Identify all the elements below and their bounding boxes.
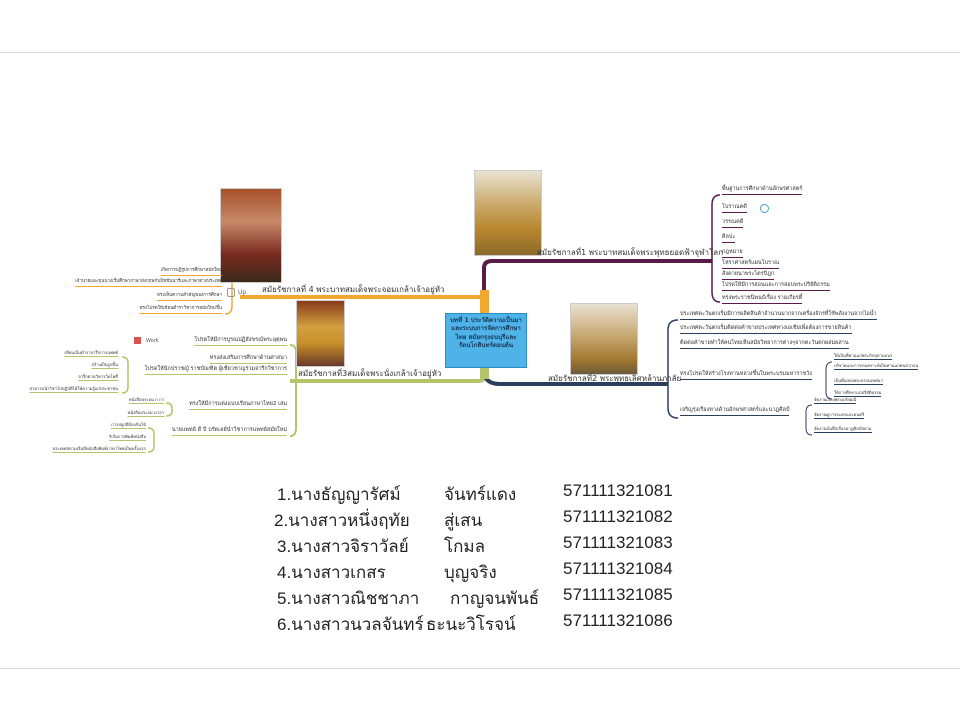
member-first-name: 5.นางสาวณิชชาภา [277, 589, 420, 608]
branch-rama3-item[interactable]: นายแพทย์ ดี บี บรัดเลย์นำวิชาการแพทย์สมั… [171, 427, 287, 436]
branch-rama2-item[interactable]: ทรงโปรดให้สร้างโรงทานหลวงขึ้นในพระบรมมหา… [680, 371, 812, 380]
branch-rama4-item[interactable]: ทรงโปรดให้เขียนตำราวิชาการสมัยใหม่ขึ้น [139, 306, 222, 314]
member-id: 571111321081 [563, 481, 673, 500]
branch-rama3-item[interactable]: โปรดให้มีการบูรณปฏิสังขรณ์พระอุตุพน [194, 337, 287, 346]
member-id: 571111321084 [563, 559, 673, 578]
almshouse-subitem[interactable]: ให้เป็นที่ทานแก่พระภิกษุสามเณร [834, 353, 893, 361]
member-ids: 571111321081 571111321082 571111321083 5… [563, 481, 673, 637]
member-first-name: 3.นางสาวจิราวัลย์ [277, 537, 409, 556]
doctor-subitem[interactable]: การปลูกฝีป้องกันไข้ [111, 422, 146, 430]
branch-rama2-item[interactable]: เจริญรุ่งเรืองทางด้านอักษรศาสตร์และนาฏศิ… [680, 407, 790, 416]
portrait-rama2 [570, 303, 638, 375]
textbook-subitem[interactable]: หนังสือประถม มาลา [127, 410, 164, 418]
branch-rama1-item[interactable]: โปรดให้มีการสอนและการสอบพระปริยัติธรรม [722, 282, 830, 291]
almshouse-subitem[interactable]: ให้การศึกษาแก่ปริยัติธรรม [834, 390, 882, 398]
branch-rama3-item[interactable]: ทรงส่งเสริมการศึกษาด้านศาสนา [209, 355, 287, 364]
doctor-subitem[interactable]: ประเทศสยามเริ่มมีหนังสือพิมพ์ภาษาไทยเป็น… [52, 446, 146, 454]
link-icon[interactable] [760, 204, 769, 213]
portrait-rama3 [296, 300, 345, 367]
branch-rama1-item[interactable]: พื้นฐานการศึกษาด้านอักษรศาสตร์ [722, 186, 803, 195]
portrait-rama4 [220, 188, 282, 283]
branch-rama1-title[interactable]: สมัยรัชกาลที่1 พระบาทสมเด็จพระพุทธยอดฟ้า… [537, 248, 724, 257]
almshouse-subitem[interactable]: บริจาคและการสงเคราะห์เป็นทานแก่คนยากจน [834, 363, 919, 371]
member-last-name: โกมล [444, 537, 486, 556]
literature-subitem[interactable]: จัดงานดูการละครและดนตรี [814, 412, 865, 420]
scholars-subitem[interactable]: จารึกตามวิหารวัดโพธิ์ [78, 374, 118, 382]
member-id: 571111321086 [563, 611, 673, 630]
branch-rama2-title[interactable]: สมัยรัชกาลที่2 พระพุทธเลิศหล้านภาลัย [548, 374, 682, 383]
top-divider [0, 52, 960, 53]
branch-rama4-item[interactable]: ทรงเห็นความสำคัญของการศึกษา [156, 293, 222, 301]
member-first-name: 6.นางสาวนวลจันทร์ [277, 615, 424, 634]
branch-rama1-item[interactable]: โบราณคดี [722, 204, 747, 213]
branch-rama1-item[interactable]: ศิลปะ [722, 234, 736, 243]
branch-rama4-item[interactable]: เกิดการปฏิรูปการศึกษาสมัยใหม่ [160, 268, 222, 276]
thumbs-up-icon [227, 288, 235, 297]
portrait-rama1 [474, 170, 542, 256]
member-last-name: ธะนะวิโรจน์ [426, 615, 516, 634]
scholars-subitem[interactable]: สามารถนำวิชาไปปฏิบัติได้ให้ความรู้แก่ประ… [29, 386, 118, 394]
almshouse-subitem[interactable]: เป็นที่แสดงพระธรรมเทศนา [834, 378, 883, 386]
branch-rama4-title[interactable]: สมัยรัชกาลที่ 4 พระบาทสมเด็จพระจอมเกล้าเ… [262, 285, 445, 294]
branch-rama1-item[interactable]: กฎหมาย [722, 249, 743, 258]
branch-rama3-item[interactable]: โปรดให้นักปราชญ์ ราชบัณฑิต ผู้เชี่ยวชาญร… [144, 366, 287, 375]
member-first-names: 1.นางธัญญารัศม์ 2.นางสาวหนึ่งฤทัย 3.นางส… [274, 481, 424, 637]
member-last-names: จันทร์แดง สู่เสน โกมล บุญจริง กาญจนพันธ์… [426, 481, 540, 637]
branch-rama1-item[interactable]: สังคายนาพระไตรปิฎก [722, 271, 775, 280]
member-id: 571111321083 [563, 533, 673, 552]
member-last-name: กาญจนพันธ์ [450, 589, 540, 608]
branch-rama3-item[interactable]: ทรงให้มีการแต่งแบบเรียนภาษาไทย2 เล่ม [189, 401, 287, 410]
central-topic[interactable]: บทที่ 1 ประวัติความเป็นมาและระบบการจัดกา… [445, 313, 527, 368]
literature-subitem[interactable]: จัดงานบันทึกเรื่องนาฏศิลป์สยาม [814, 426, 872, 434]
member-last-name: บุญจริง [444, 563, 497, 582]
member-last-name: จันทร์แดง [444, 485, 517, 504]
member-first-name: 4.นางสาวเกสร [277, 563, 386, 582]
scholars-subitem[interactable]: สร้างเป็นรูปปั้น [91, 362, 118, 370]
member-first-name: 2.นางสาวหนึ่งฤทัย [274, 511, 410, 530]
up-tag: Up [238, 289, 247, 296]
branch-rama1-item[interactable]: ทรงพระราชนิพนธ์เรื่อง รามเกียรติ์ [722, 295, 803, 304]
member-id: 571111321085 [563, 585, 673, 604]
branch-rama2-item[interactable]: ประเทศตะวันตกเริ่มมีการผลิตสินค้าจำนวนมา… [680, 311, 877, 320]
textbook-subitem[interactable]: หนังสือประถม ก กา [128, 397, 164, 405]
literature-subitem[interactable]: จัดงานเรื่องพระอภัยมณี [814, 397, 857, 405]
branch-rama3-title[interactable]: สมัยรัชกาลที่3สมเด็จพระนั่งเกล้าเจ้าอยู่… [298, 369, 442, 378]
scholars-subitem[interactable]: เขียนเป็นตำราจารึกการแพทย์ [64, 350, 118, 358]
calendar-icon [134, 337, 141, 344]
doctor-subitem[interactable]: ริเริ่มการพิมพ์หนังสือ [109, 434, 146, 442]
member-first-name: 1.นางธัญญารัศม์ [277, 485, 401, 504]
branch-rama2-item[interactable]: ติดต่อค้าขายทำให้คนไทยเห็นสมัยวิทยาการต่… [680, 340, 849, 349]
member-last-name: สู่เสน [444, 511, 483, 530]
branch-rama1-item[interactable]: วรรณคดี [722, 219, 744, 228]
branch-rama2-item[interactable]: ประเทศตะวันตกเริ่มติดต่อค้าขายประเทศทางเ… [680, 325, 852, 334]
branch-rama4-item[interactable]: เจ้านายและขุนนางเริ่มศึกษาภาษาอังกฤษกับม… [75, 279, 222, 287]
branch-rama1-item[interactable]: โหราศาสตร์แผนโบราณ [722, 260, 780, 269]
member-id: 571111321082 [563, 507, 673, 526]
work-tag: Work [146, 338, 159, 344]
bottom-divider [0, 668, 960, 669]
